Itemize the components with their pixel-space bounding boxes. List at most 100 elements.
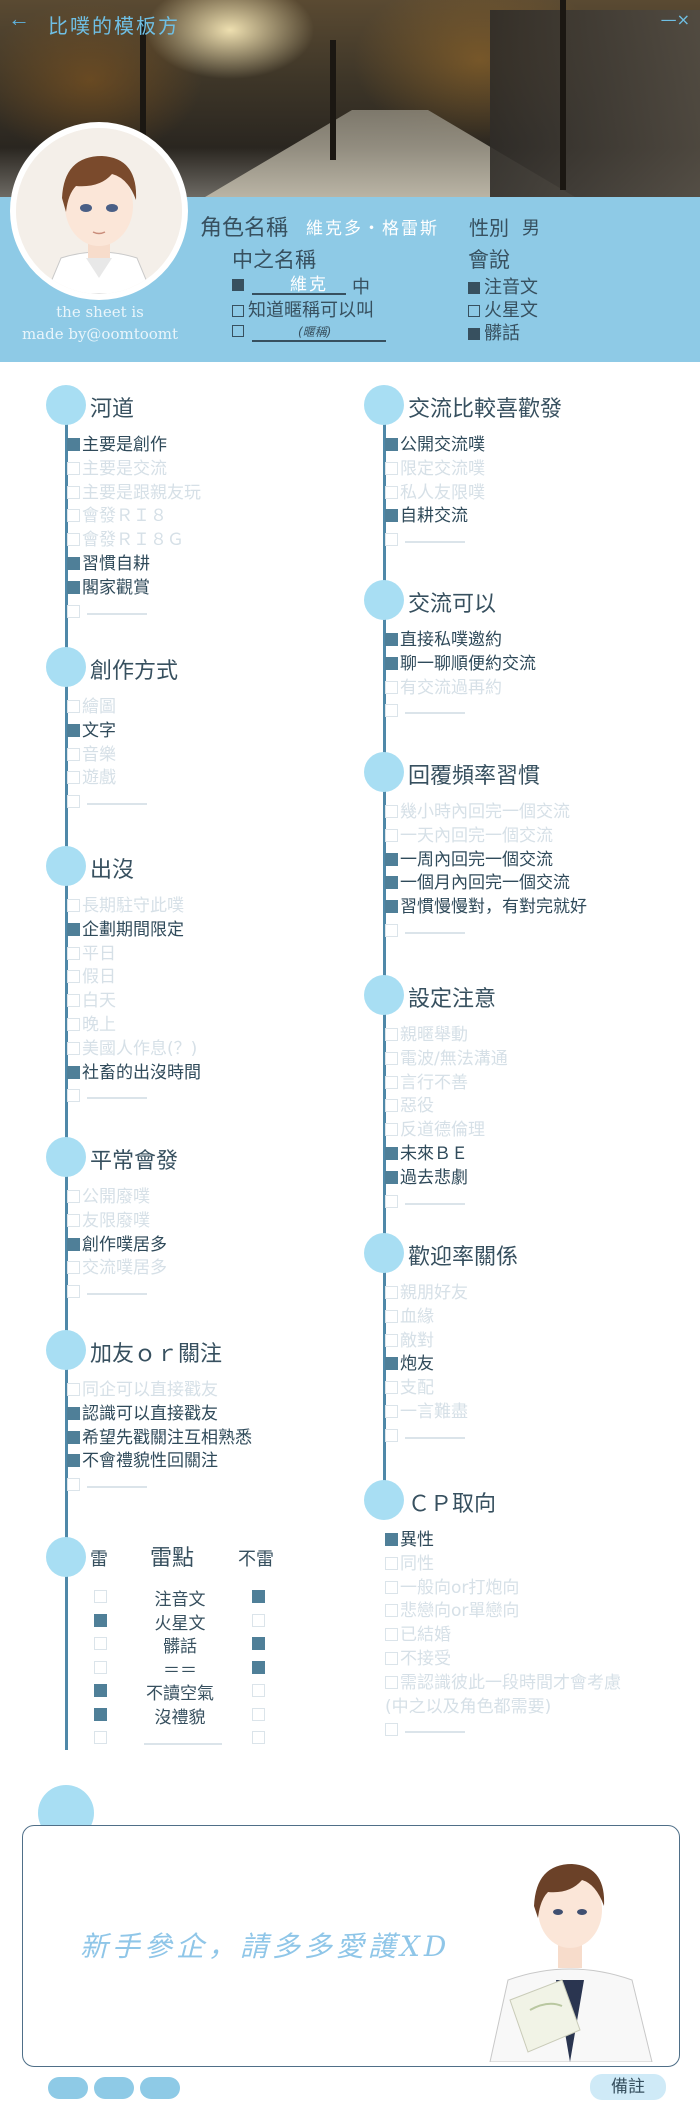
option-checkbox[interactable] [67, 1213, 80, 1227]
option-checkbox[interactable] [385, 1381, 398, 1395]
option-item[interactable]: 社畜的出沒時間 [67, 1058, 201, 1083]
option-item[interactable]: 有交流過再約 [385, 673, 502, 698]
option-checkbox[interactable] [385, 1194, 398, 1208]
option-checkbox[interactable] [67, 899, 80, 912]
option-checkbox[interactable] [385, 1652, 398, 1665]
mine-checkbox[interactable] [94, 1660, 107, 1674]
option-item[interactable]: 一言難盡 [385, 1397, 468, 1422]
option-item[interactable]: 白天 [67, 986, 116, 1011]
option-checkbox[interactable] [385, 876, 398, 890]
option-item[interactable]: 一般向or打炮向 [385, 1573, 519, 1598]
option-item[interactable]: 敵對 [385, 1326, 434, 1351]
option-item[interactable]: 一周內回完一個交流 [385, 845, 553, 870]
option-checkbox[interactable] [67, 1454, 80, 1468]
option-item[interactable]: 不會禮貌性回關注 [67, 1446, 218, 1471]
option-item[interactable]: 自耕交流 [385, 501, 468, 526]
option-checkbox[interactable] [67, 723, 80, 737]
option-item[interactable]: 限定交流噗 [385, 454, 485, 479]
option-checkbox[interactable] [385, 1309, 398, 1323]
option-checkbox[interactable] [385, 1604, 398, 1618]
option-item[interactable]: 一天內回完一個交流 [385, 821, 553, 846]
option-checkbox[interactable] [67, 485, 80, 499]
option-item[interactable]: 交流噗居多 [67, 1253, 167, 1278]
option-item[interactable]: 晚上 [67, 1010, 116, 1035]
option-item[interactable]: (中之以及角色都需要) [385, 1692, 551, 1717]
option-item[interactable]: 親暱舉動 [385, 1020, 468, 1045]
blank-option[interactable] [385, 704, 465, 718]
option-checkbox[interactable] [385, 1051, 398, 1065]
option-checkbox[interactable] [385, 1723, 398, 1737]
option-checkbox[interactable] [385, 1075, 398, 1089]
option-item[interactable]: 異性 [385, 1525, 434, 1550]
option-item[interactable]: 企劃期間限定 [67, 915, 184, 940]
option-checkbox[interactable] [385, 438, 398, 451]
blank-option[interactable] [385, 1723, 465, 1737]
option-item[interactable]: 友限廢噗 [67, 1206, 150, 1231]
option-item[interactable]: 會發ＲＩ８ [67, 501, 167, 526]
option-item[interactable]: 言行不善 [385, 1068, 468, 1093]
option-checkbox[interactable] [67, 1478, 80, 1492]
option-checkbox[interactable] [67, 1261, 80, 1275]
option-checkbox[interactable] [67, 533, 80, 547]
option-item[interactable]: 不接受 [385, 1644, 451, 1669]
option-checkbox[interactable] [385, 704, 398, 718]
option-item[interactable]: 主要是跟親友玩 [67, 478, 201, 503]
back-arrow-icon[interactable]: ← [8, 6, 30, 31]
option-item[interactable]: 私人友限噗 [385, 478, 485, 503]
option-checkbox[interactable] [385, 828, 398, 842]
option-item[interactable]: 同性 [385, 1549, 434, 1574]
option-item[interactable]: 習慣自耕 [67, 549, 150, 574]
option-item[interactable]: 平日 [67, 939, 116, 964]
blank-option[interactable] [385, 1428, 465, 1442]
option-checkbox[interactable] [67, 970, 80, 984]
option-checkbox[interactable] [385, 1628, 398, 1642]
option-item[interactable]: 已結婚 [385, 1620, 451, 1645]
nickname-checkbox[interactable] [232, 320, 248, 339]
option-checkbox[interactable] [67, 771, 80, 785]
option-item[interactable]: 同企可以直接戳友 [67, 1375, 218, 1400]
mine-checkbox[interactable] [94, 1707, 107, 1721]
option-item[interactable]: 公開廢噗 [67, 1182, 150, 1207]
option-checkbox[interactable] [385, 1580, 398, 1594]
option-checkbox[interactable] [385, 1556, 398, 1570]
blank-option[interactable] [67, 1478, 147, 1492]
option-checkbox[interactable] [385, 805, 398, 818]
option-checkbox[interactable] [385, 633, 398, 646]
option-checkbox[interactable] [67, 747, 80, 761]
option-item[interactable]: 電波/無法溝通 [385, 1044, 508, 1069]
option-item[interactable]: 過去悲劇 [385, 1163, 468, 1188]
option-checkbox[interactable] [385, 1028, 398, 1041]
option-checkbox[interactable] [67, 922, 80, 936]
option-checkbox[interactable] [385, 1170, 398, 1184]
option-item[interactable]: 未來ＢＥ [385, 1139, 468, 1164]
option-item[interactable]: 繪圖 [67, 692, 116, 717]
note-button[interactable]: 備註 [590, 2074, 666, 2100]
option-checkbox[interactable] [67, 438, 80, 451]
option-item[interactable]: 需認識彼此一段時間才會考慮 [385, 1668, 621, 1693]
option-checkbox[interactable] [385, 1357, 398, 1371]
option-item[interactable]: 美國人作息(？) [67, 1034, 197, 1059]
window-controls[interactable]: —× [660, 10, 690, 29]
option-checkbox[interactable] [385, 1405, 398, 1418]
option-checkbox[interactable] [385, 1333, 398, 1347]
option-item[interactable]: 聊一聊順便約交流 [385, 649, 536, 674]
option-checkbox[interactable] [385, 533, 398, 547]
option-item[interactable]: 反道德倫理 [385, 1115, 485, 1140]
option-checkbox[interactable] [385, 1147, 398, 1160]
speaks-option[interactable]: 注音文 [468, 273, 538, 299]
mine-checkbox[interactable] [94, 1731, 107, 1744]
blank-option[interactable] [385, 533, 465, 547]
option-checkbox[interactable] [385, 509, 398, 523]
option-checkbox[interactable] [385, 1099, 398, 1113]
option-item[interactable]: 幾小時內回完一個交流 [385, 797, 570, 822]
option-checkbox[interactable] [385, 1123, 398, 1137]
option-item[interactable]: 音樂 [67, 740, 116, 765]
option-item[interactable]: 支配 [385, 1373, 434, 1398]
nav-dot[interactable] [140, 2077, 180, 2099]
option-checkbox[interactable] [67, 1041, 80, 1055]
option-checkbox[interactable] [385, 656, 398, 670]
blank-option[interactable] [67, 1089, 147, 1103]
option-item[interactable]: 炮友 [385, 1349, 434, 1374]
speaks-option[interactable]: 火星文 [468, 296, 538, 322]
option-checkbox[interactable] [385, 900, 398, 914]
